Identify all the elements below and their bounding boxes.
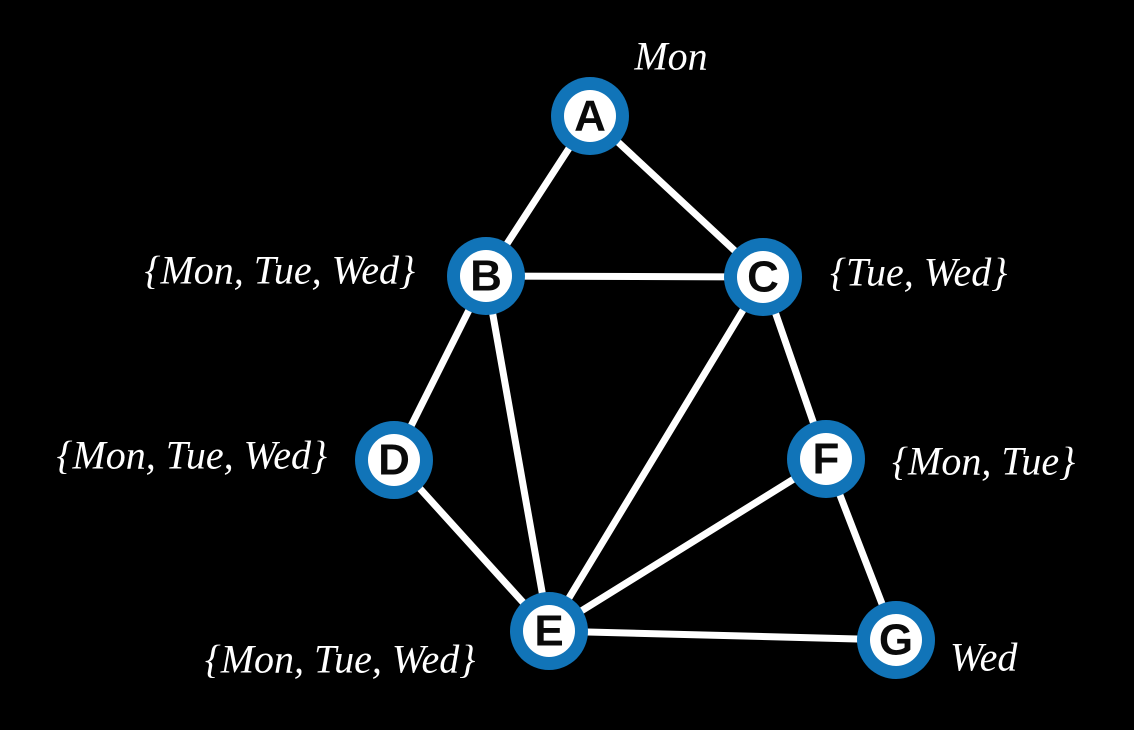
node-E-face: [523, 605, 575, 657]
node-G: G: [857, 601, 935, 679]
edge-B-C: [482, 272, 767, 281]
node-F-domain-label: {Mon, Tue}: [892, 439, 1075, 484]
node-G-letter: G: [879, 616, 913, 665]
node-G-face: [870, 614, 922, 666]
edge-A-C: [586, 112, 767, 281]
node-B: B: [447, 237, 525, 315]
node-A-domain-label: Mon: [633, 34, 707, 79]
node-F-face: [800, 433, 852, 485]
edge-B-E: [482, 272, 553, 635]
node-D-domain-label: {Mon, Tue, Wed}: [56, 433, 327, 478]
edge-C-E: [545, 273, 767, 635]
node-C-domain-label: {Tue, Wed}: [830, 250, 1007, 295]
node-E: E: [510, 592, 588, 670]
edge-E-G: [545, 627, 900, 644]
node-G-domain-label: Wed: [950, 635, 1018, 680]
node-B-letter: B: [470, 252, 502, 301]
node-C: C: [724, 238, 802, 316]
edge-E-F: [545, 455, 830, 635]
node-D-letter: D: [378, 436, 410, 485]
node-C-letter: C: [747, 253, 779, 302]
node-E-domain-label: {Mon, Tue, Wed}: [205, 637, 476, 682]
node-D-face: [368, 434, 420, 486]
node-F: F: [787, 420, 865, 498]
node-A: A: [551, 77, 629, 155]
node-E-letter: E: [534, 607, 563, 656]
node-C-face: [737, 251, 789, 303]
node-A-letter: A: [574, 92, 606, 141]
node-B-domain-label: {Mon, Tue, Wed}: [144, 248, 415, 293]
node-F-letter: F: [813, 435, 840, 484]
node-D: D: [355, 421, 433, 499]
node-B-face: [460, 250, 512, 302]
node-A-face: [564, 90, 616, 142]
